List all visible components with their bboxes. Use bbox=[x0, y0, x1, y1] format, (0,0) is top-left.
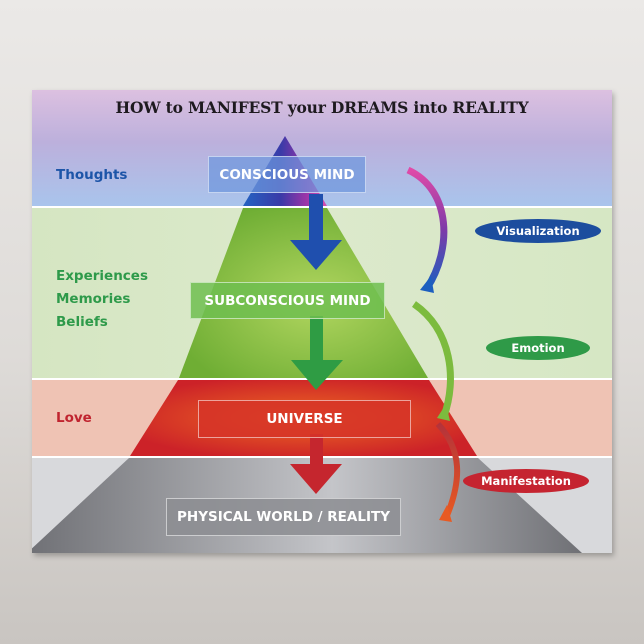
level-universe: UNIVERSE bbox=[198, 400, 411, 438]
level-subconscious-mind: SUBCONSCIOUS MIND bbox=[190, 282, 385, 319]
level-conscious-mind: CONSCIOUS MIND bbox=[208, 156, 366, 193]
level-physical-world: PHYSICAL WORLD / REALITY bbox=[166, 498, 401, 536]
label-thoughts: Thoughts bbox=[56, 167, 128, 183]
process-emotion: Emotion bbox=[486, 336, 590, 360]
label-beliefs: Beliefs bbox=[56, 314, 108, 330]
process-visualization: Visualization bbox=[475, 219, 601, 243]
process-manifestation: Manifestation bbox=[463, 469, 589, 493]
label-love: Love bbox=[56, 410, 92, 426]
label-memories: Memories bbox=[56, 291, 131, 307]
poster: HOW to MANIFEST your DREAMS into REALITY… bbox=[32, 90, 612, 553]
page-title: HOW to MANIFEST your DREAMS into REALITY bbox=[115, 98, 529, 117]
label-experiences: Experiences bbox=[56, 268, 148, 284]
